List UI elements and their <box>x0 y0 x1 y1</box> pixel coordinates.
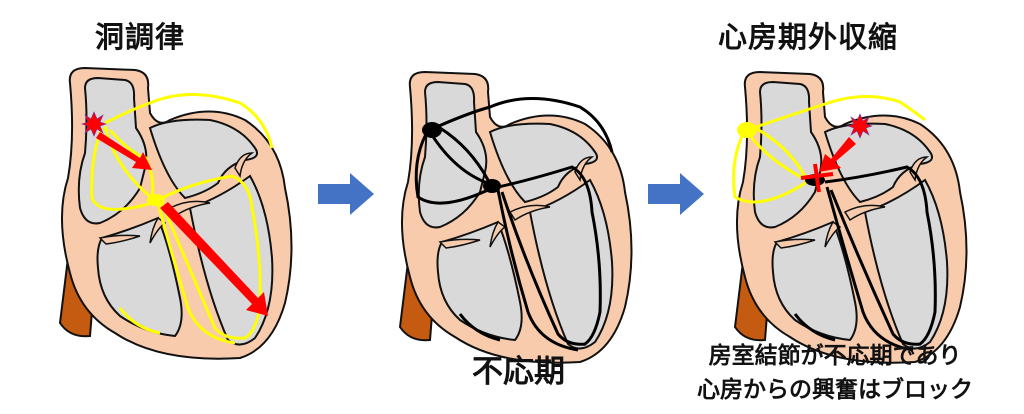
caption-refractory: 不応期 <box>472 354 565 390</box>
conduction-pathway-atrial-yellow <box>732 94 926 204</box>
sinus-node <box>737 122 757 138</box>
caption-pac-line-2: 心房からの興奮はブロック <box>697 377 973 403</box>
av-node <box>147 194 165 206</box>
title-sinus-rhythm: 洞調律 <box>95 20 186 54</box>
impulse-arrow <box>819 137 856 172</box>
sinus-node <box>422 122 442 138</box>
title-pac: 心房期外収縮 <box>718 20 899 54</box>
block-cross-icon <box>800 163 834 193</box>
conduction-pathway-active <box>90 93 274 345</box>
heart-pac <box>732 71 968 364</box>
sinus-node-impulse-icon <box>81 111 107 137</box>
conduction-pathway-ventricular-black <box>793 165 937 352</box>
flow-arrow-1 <box>318 173 374 215</box>
flow-arrow-2 <box>648 173 704 215</box>
heart-sinus-rhythm <box>59 67 293 360</box>
impulse-arrow <box>96 132 268 316</box>
ectopic-impulse-icon <box>847 113 873 139</box>
heart-refractory <box>399 71 633 364</box>
caption-pac-line-1: 房室結節が不応期であり <box>708 343 962 369</box>
av-node <box>483 179 501 193</box>
conduction-pathway-refractory <box>414 97 614 352</box>
